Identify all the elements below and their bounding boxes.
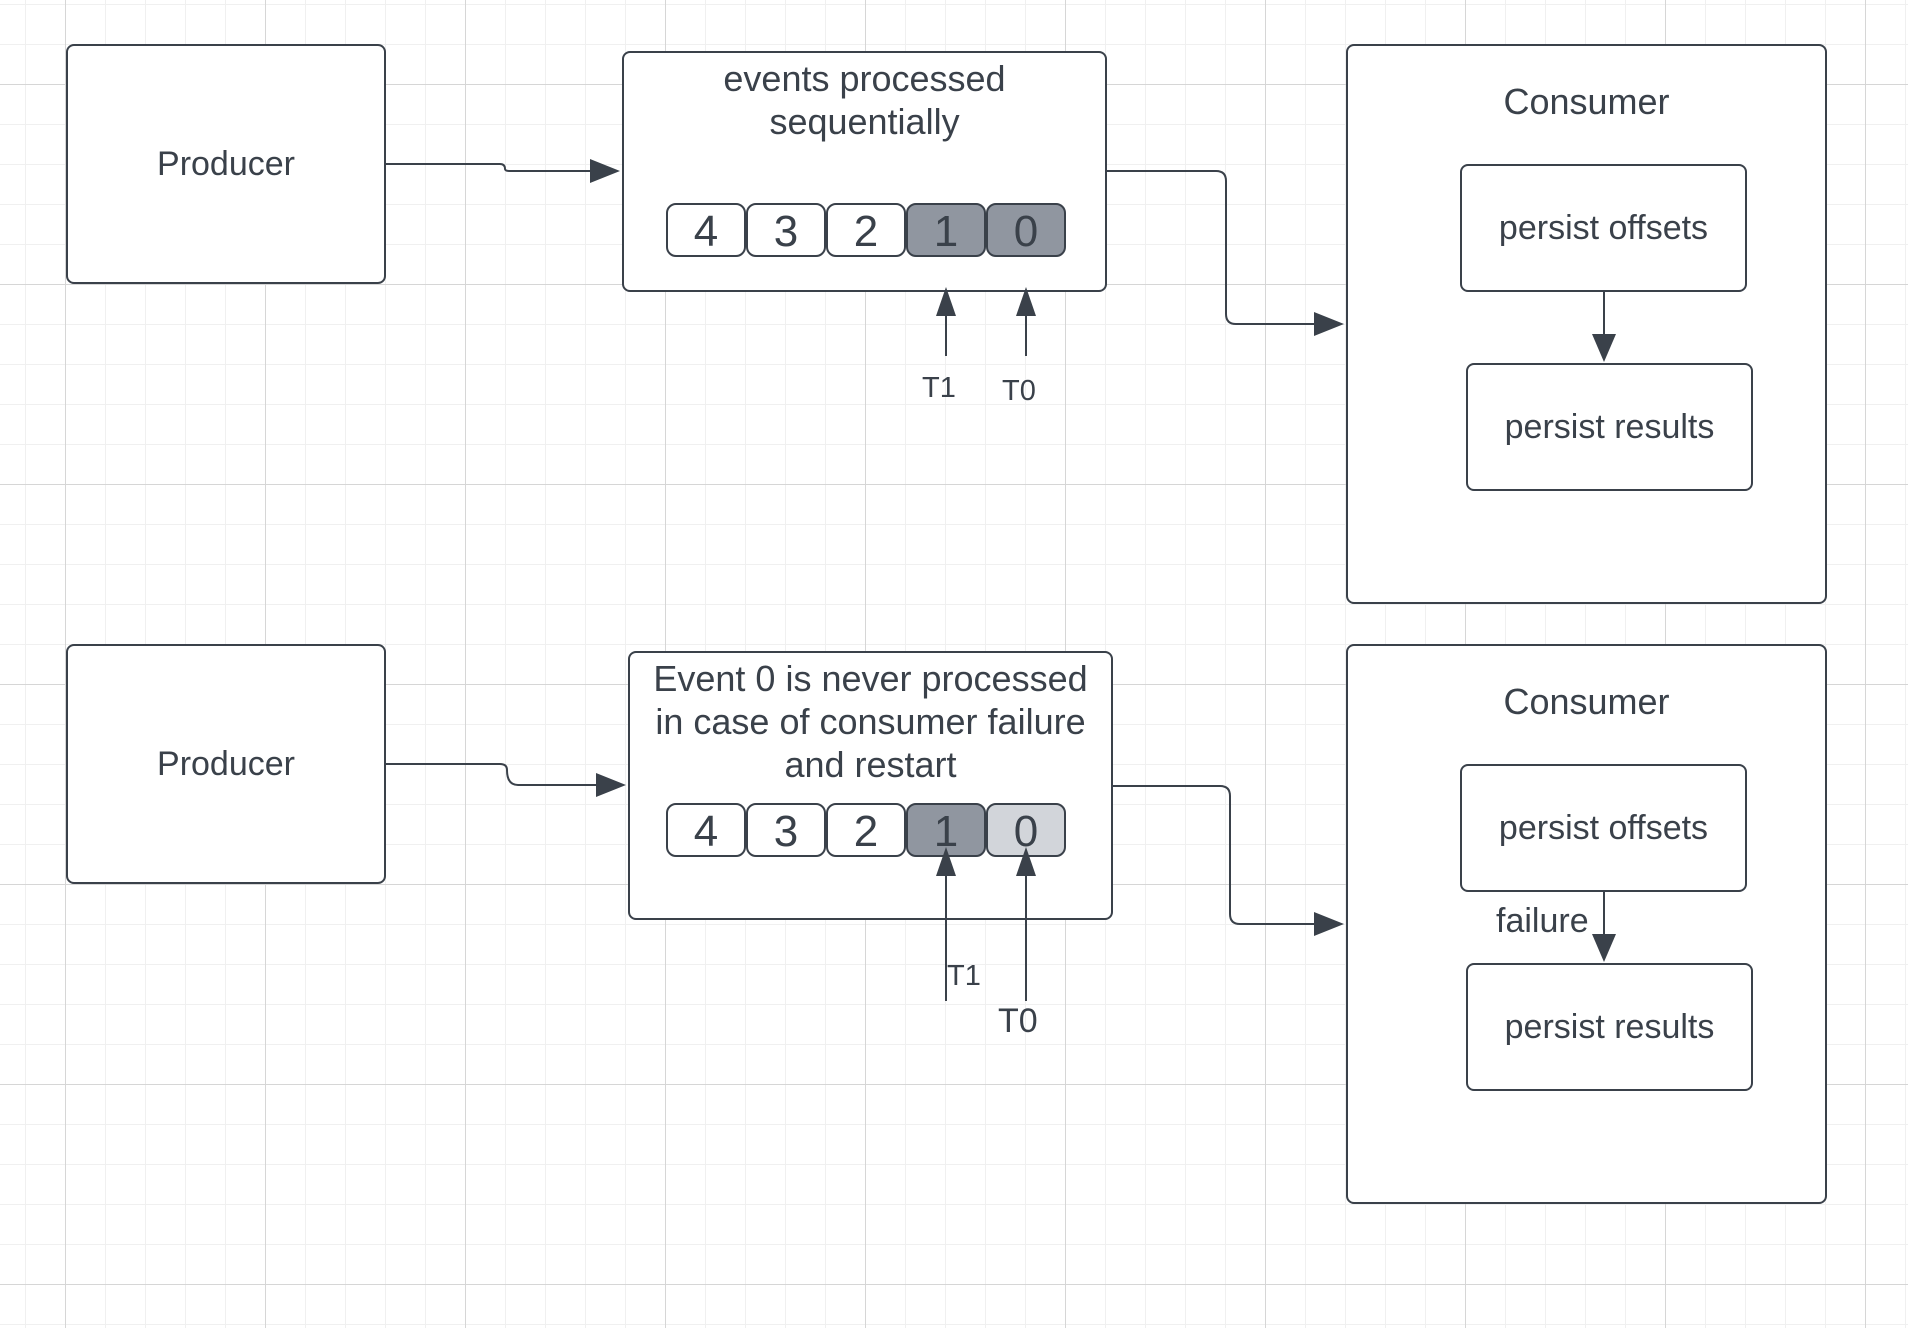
event-cell-4: 4 xyxy=(666,203,746,257)
queue-label: Event 0 is never processed in case of co… xyxy=(653,658,1088,785)
arrowhead xyxy=(596,773,626,797)
persist-offsets-box: persist offsets xyxy=(1460,764,1747,892)
persist-offsets-box: persist offsets xyxy=(1460,164,1747,292)
consumer-box: Consumer xyxy=(1346,644,1827,1204)
arrow-queue-to-consumer xyxy=(1107,170,1314,325)
event-cell-4: 4 xyxy=(666,803,746,857)
arrowhead xyxy=(1314,312,1344,336)
producer-box: Producer xyxy=(66,44,386,284)
arrow-producer-to-queue xyxy=(386,763,596,786)
arrow-producer-to-queue xyxy=(386,163,590,172)
pointer-label-t0: T0 xyxy=(1002,375,1036,407)
pointer-label-t0: T0 xyxy=(998,1002,1038,1040)
producer-label: Producer xyxy=(157,745,295,783)
event-cell-0: 0 xyxy=(986,203,1066,257)
producer-label: Producer xyxy=(157,145,295,183)
persist-offsets-label: persist offsets xyxy=(1498,809,1709,847)
consumer-box: Consumer xyxy=(1346,44,1827,604)
arrowhead xyxy=(590,159,620,183)
event-cell-1: 1 xyxy=(906,203,986,257)
event-cell-3: 3 xyxy=(746,203,826,257)
persist-results-box: persist results xyxy=(1466,963,1753,1091)
event-cell-0: 0 xyxy=(986,803,1066,857)
persist-results-box: persist results xyxy=(1466,363,1753,491)
consumer-title: Consumer xyxy=(1503,681,1670,722)
pointer-label-t1: T1 xyxy=(922,372,956,404)
persist-offsets-label: persist offsets xyxy=(1498,209,1709,247)
producer-box: Producer xyxy=(66,644,386,884)
event-cell-2: 2 xyxy=(826,203,906,257)
pointer-label-t1: T1 xyxy=(947,960,981,992)
event-cell-1: 1 xyxy=(906,803,986,857)
persist-results-label: persist results xyxy=(1504,1008,1715,1046)
consumer-title: Consumer xyxy=(1503,81,1670,122)
event-cell-2: 2 xyxy=(826,803,906,857)
arrowhead xyxy=(1314,912,1344,936)
arrow-queue-to-consumer xyxy=(1113,785,1314,925)
event-cell-3: 3 xyxy=(746,803,826,857)
failure-label: failure xyxy=(1496,902,1589,940)
event-queue-box: Event 0 is never processed in case of co… xyxy=(628,651,1113,920)
queue-label: events processed sequentially xyxy=(723,58,1006,142)
persist-results-label: persist results xyxy=(1504,408,1715,446)
